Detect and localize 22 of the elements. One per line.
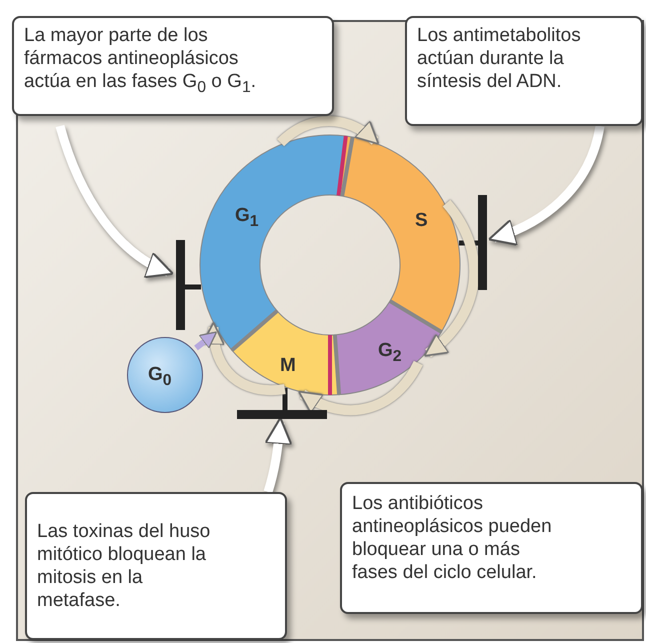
callout-arrow xyxy=(488,125,604,246)
callout-box: Las toxinas del huso mitótico bloquean la mitosis en la metafase. xyxy=(25,492,287,640)
cycle-arrow xyxy=(277,116,380,146)
callout-arrow xyxy=(264,416,292,494)
phase-label: G$_{2}$ xyxy=(378,340,402,366)
inhibition-bar xyxy=(237,410,327,419)
inhibition-bar xyxy=(176,240,185,330)
inhibition-stem xyxy=(459,240,478,246)
cycle-arrow xyxy=(424,200,480,358)
inhibition-stem xyxy=(282,388,288,410)
inhibition-stem xyxy=(185,284,201,290)
callout-box: Los antibióticos antineoplásicos pueden bloquear una o más fases del ciclo celular. xyxy=(340,482,643,614)
cycle-arrow xyxy=(298,360,423,416)
inhibition-bar xyxy=(478,195,487,290)
arrow xyxy=(194,331,218,350)
callout-box: La mayor parte de los fármacos antineoplásicos actúa en las fases G$_{0}$ o G$_{1}$. xyxy=(12,16,334,116)
phase-label: S xyxy=(415,210,428,232)
phase-label: M xyxy=(280,355,296,377)
callout-box: Los antimetabolitos actúan durante la síntesis del ADN. xyxy=(405,16,643,126)
callout-arrow xyxy=(56,124,174,277)
phase-label: G$_{0}$ xyxy=(148,364,172,390)
phase-label: G$_{1}$ xyxy=(235,205,259,231)
